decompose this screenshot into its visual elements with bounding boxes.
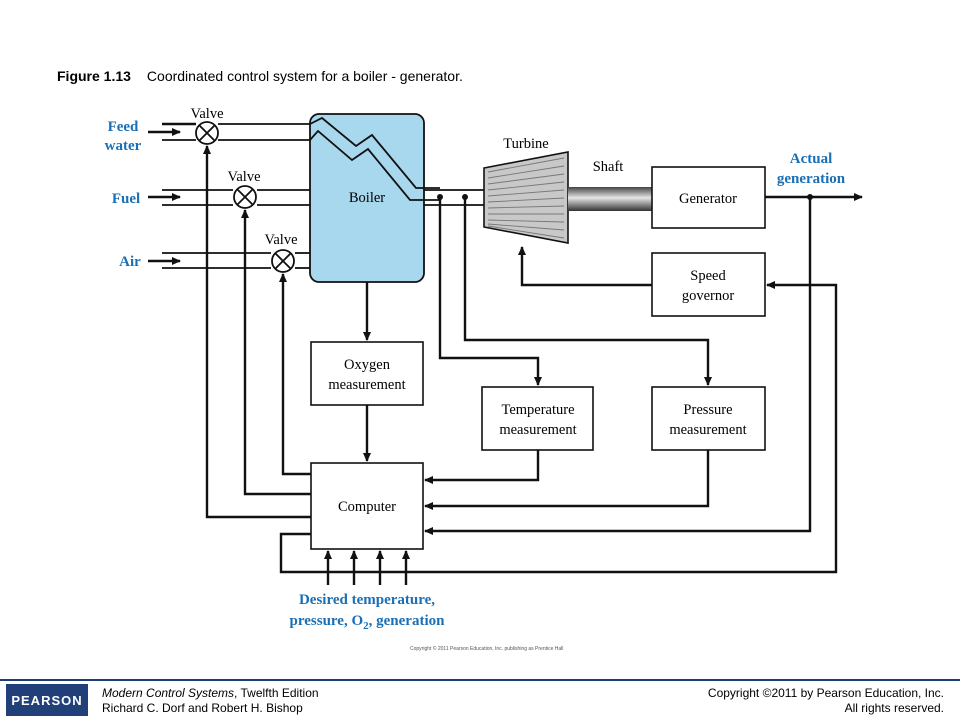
boiler-generator-diagram: Boiler Feed water Fuel Air Valve [105, 106, 863, 632]
computer-block [310, 462, 424, 550]
oxygen-label-1: Oxygen [344, 357, 391, 373]
governor-to-turbine-line [518, 246, 652, 287]
footer-book-edition: , Twelfth Edition [234, 686, 319, 700]
computer-to-governor-line [279, 281, 838, 574]
steam-pipe [424, 189, 484, 206]
pressure-label-2: measurement [669, 422, 746, 438]
figure-number: Figure 1.13 [57, 68, 131, 84]
turbine [483, 151, 569, 244]
temperature-to-computer-line [424, 450, 540, 484]
desired-label-2: pressure, O2, generation [290, 613, 446, 632]
footer-divider [0, 679, 960, 681]
speed-governor-block [651, 252, 766, 317]
computer-label: Computer [338, 499, 396, 515]
generator-label: Generator [679, 191, 737, 207]
fuel-label: Fuel [112, 191, 140, 207]
fuel-pipe [162, 189, 310, 206]
shaft [568, 187, 652, 211]
feed-water-label-2: water [105, 138, 142, 154]
turbine-label: Turbine [503, 136, 548, 152]
pearson-logo: PEARSON [6, 684, 88, 716]
desired-label-2b: , generation [369, 613, 445, 629]
feed-water-pipe [162, 116, 440, 201]
figure-caption: Figure 1.13 Coordinated control system fo… [57, 68, 463, 84]
computer-to-feed-valve-line [203, 145, 311, 519]
footer-rights: All rights reserved. [844, 701, 944, 715]
boiler-label: Boiler [349, 190, 385, 206]
oxygen-label-2: measurement [328, 377, 405, 393]
desired-label-2-sub: 2 [363, 620, 369, 632]
footer-book-line: Modern Control Systems, Twelfth Edition [102, 686, 319, 701]
tap-to-temperature-line [438, 197, 542, 386]
valve-air [271, 249, 295, 273]
image-copyright: Copyright © 2011 Pearson Education, Inc.… [410, 646, 564, 652]
generation-to-computer-line [424, 197, 812, 535]
oxygen-block [310, 341, 424, 406]
valve-feed-water [195, 121, 219, 145]
desired-label-1: Desired temperature, [299, 592, 435, 608]
footer-authors: Richard C. Dorf and Robert H. Bishop [102, 701, 303, 715]
speed-governor-label-2: governor [682, 288, 735, 304]
temperature-block [481, 386, 594, 451]
valve-fuel [233, 185, 257, 209]
footer-book-info: Modern Control Systems, Twelfth Edition … [102, 686, 319, 716]
valve-label-fuel: Valve [227, 169, 260, 185]
output-label-2: generation [777, 171, 846, 187]
computer-to-fuel-valve-line [241, 209, 311, 496]
feed-water-label-1: Feed [108, 119, 139, 135]
air-pipe [162, 252, 310, 269]
tap-to-pressure-line [463, 197, 712, 386]
footer-copyright: Copyright ©2011 by Pearson Education, In… [707, 686, 944, 700]
footer-copyright-block: Copyright ©2011 by Pearson Education, In… [708, 686, 944, 716]
valve-label-feed: Valve [190, 106, 223, 122]
pressure-label-1: Pressure [683, 402, 732, 418]
footer-book-title: Modern Control Systems [102, 686, 235, 700]
shaft-label: Shaft [593, 159, 624, 175]
desired-label-2a: pressure, O [290, 613, 364, 629]
valve-label-air: Valve [264, 232, 297, 248]
pressure-block [651, 386, 766, 451]
temperature-label-1: Temperature [501, 402, 574, 418]
output-label-1: Actual [790, 151, 833, 167]
generator-block [651, 166, 766, 229]
computer-to-air-valve-line [279, 273, 311, 476]
figure-title: Coordinated control system for a boiler … [146, 68, 463, 84]
speed-governor-label-1: Speed [690, 268, 726, 284]
air-label: Air [119, 254, 141, 270]
pressure-to-computer-line [424, 450, 710, 510]
temperature-label-2: measurement [499, 422, 576, 438]
